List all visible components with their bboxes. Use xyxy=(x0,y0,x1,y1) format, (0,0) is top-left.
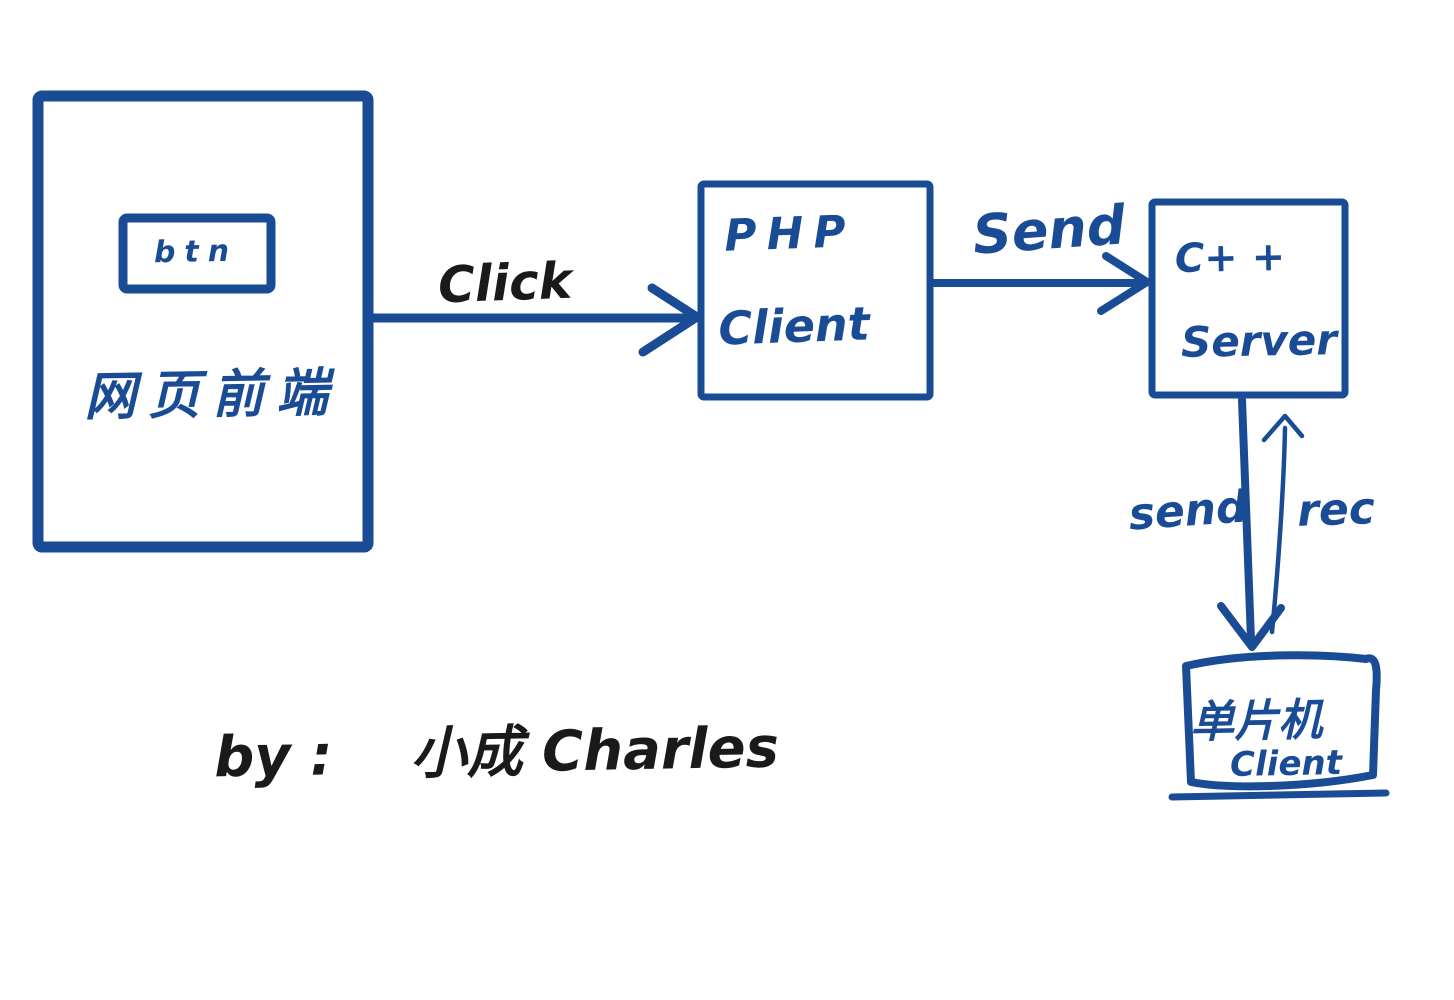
signature-author: 小成 Charles xyxy=(410,715,780,787)
cpp-server-label-line2: Server xyxy=(1180,315,1338,367)
send-arrow-head xyxy=(1097,252,1151,315)
frontend-box xyxy=(32,90,374,553)
click-arrow-label: Click xyxy=(437,251,573,315)
mcu-client-label-line2: Client xyxy=(1229,743,1343,785)
send-down-arrow-label: send xyxy=(1126,481,1250,541)
mcu-client-label-line1: 单片机 xyxy=(1189,694,1323,749)
frontend-label: 网页前端 xyxy=(83,363,341,428)
btn-label: btn xyxy=(153,233,239,271)
php-client-label-line1: PHP xyxy=(723,206,857,262)
click-arrow-head xyxy=(638,283,702,357)
rec-up-arrow-line xyxy=(1269,425,1288,635)
signature: by : 小成 Charles xyxy=(213,703,780,794)
mcu-underline xyxy=(1168,789,1390,801)
mcu-client-box xyxy=(1182,651,1381,791)
send-arrow-label: Send xyxy=(970,193,1128,267)
rec-up-arrow-label: rec xyxy=(1296,483,1376,537)
php-client-box xyxy=(697,180,934,401)
btn-box xyxy=(118,213,276,294)
rec-up-arrow-head xyxy=(1261,413,1305,443)
php-client-label-line2: Client xyxy=(717,296,871,356)
cpp-server-box xyxy=(1148,198,1349,399)
signature-prefix: by : xyxy=(213,723,334,791)
send-down-arrow-line xyxy=(1238,396,1255,644)
cpp-server-label-line1: C+ + xyxy=(1174,234,1286,282)
